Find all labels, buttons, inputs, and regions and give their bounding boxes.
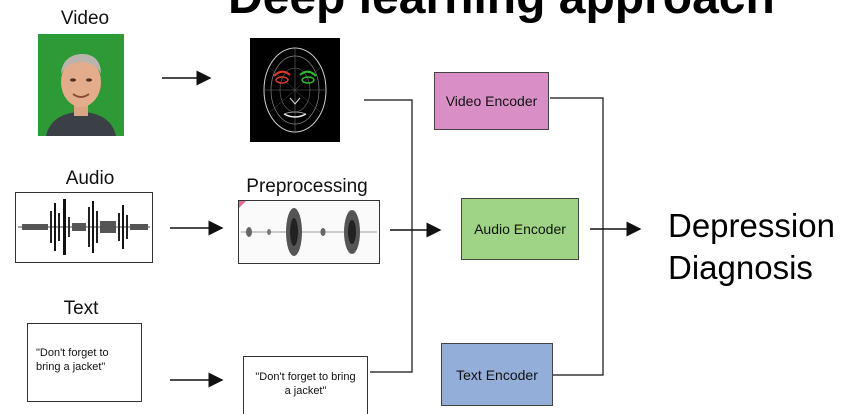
line-mesh-to-merge (364, 99, 413, 230)
line-video-encoder-to-merge (550, 97, 604, 230)
face-mesh-image (250, 38, 340, 142)
line-text-encoder-to-merge (550, 230, 604, 376)
audio-waveform-raw (15, 192, 153, 263)
text-input-quote: "Don't forget to bring a jacket" (36, 347, 109, 373)
line-text-to-merge (370, 230, 413, 373)
preprocessing-label: Preprocessing (246, 176, 368, 197)
outcome-label: Depression Diagnosis (668, 205, 835, 289)
video-encoder-box: Video Encoder (434, 72, 549, 130)
text-encoder-label: Text Encoder (456, 366, 538, 383)
outcome-line-1: Depression (668, 207, 835, 244)
audio-encoder-label: Audio Encoder (474, 221, 566, 237)
audio-encoder-box: Audio Encoder (461, 198, 579, 260)
audio-spectrogram-processed (238, 200, 380, 264)
text-label: Text (63, 298, 99, 319)
text-processed-box: "Don't forget to bring a jacket" (243, 356, 368, 414)
video-face-image (38, 34, 124, 136)
audio-label: Audio (65, 168, 115, 189)
text-input-box: "Don't forget to bring a jacket" (27, 323, 142, 402)
text-encoder-box: Text Encoder (441, 343, 553, 406)
outcome-line-2: Diagnosis (668, 249, 813, 286)
text-processed-quote: "Don't forget to bring a jacket" (255, 371, 356, 397)
video-label: Video (60, 8, 110, 29)
video-encoder-label: Video Encoder (445, 93, 538, 109)
